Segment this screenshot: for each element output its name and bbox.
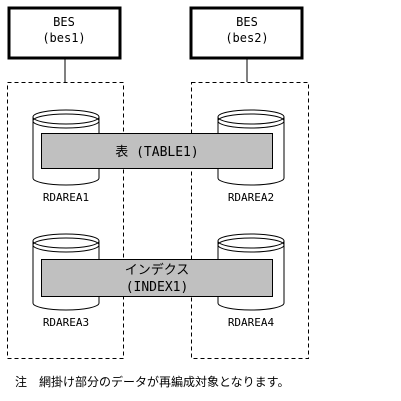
rdarea-label-3: RDAREA3 <box>43 316 89 329</box>
rdarea-label-4: RDAREA4 <box>228 316 275 329</box>
footnote: 注 網掛け部分のデータが再編成対象となります。 <box>15 374 289 389</box>
index-band: インデクス (INDEX1) <box>41 259 273 297</box>
server-group-1 <box>7 82 124 359</box>
server-1-name: BES <box>53 15 75 29</box>
server-box-2: BES (bes2) <box>189 6 304 60</box>
server-group-2 <box>191 82 309 359</box>
server-1-id: (bes1) <box>42 31 85 45</box>
rdarea-label-1: RDAREA1 <box>43 191 89 204</box>
rdarea-label-2: RDAREA2 <box>228 191 274 204</box>
server-2-id: (bes2) <box>225 31 268 45</box>
index-band-label-line1: インデクス <box>125 262 190 278</box>
server-box-1: BES (bes1) <box>7 6 122 60</box>
index-band-label-line2: (INDEX1) <box>126 280 189 295</box>
server-2-name: BES <box>236 15 258 29</box>
table-band-label: 表 (TABLE1) <box>115 145 198 160</box>
table-band: 表 (TABLE1) <box>41 133 273 169</box>
